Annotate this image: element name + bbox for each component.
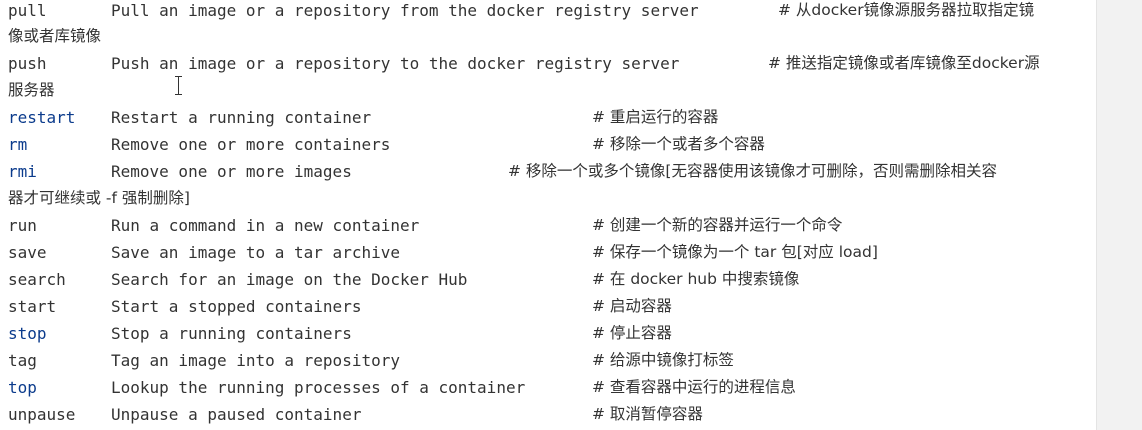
command-row-run: run Run a command in a new container # 创… (8, 212, 1096, 239)
command-row-pull: pull Pull an image or a repository from … (8, 0, 1096, 24)
command-name: top (8, 378, 37, 397)
command-comment: # 取消暂停容器 (592, 405, 703, 423)
command-row-stop: stop Stop a running containers # 停止容器 (8, 320, 1096, 347)
command-name: push (8, 54, 47, 73)
command-comment: # 移除一个或者多个容器 (592, 135, 765, 153)
comment-continuation-pull: 像或者库镜像 (8, 27, 102, 45)
command-description: Remove one or more images (111, 162, 352, 181)
document-content: pull Pull an image or a repository from … (8, 0, 1096, 428)
command-description: Run a command in a new container (111, 216, 420, 235)
command-row-start: start Start a stopped containers # 启动容器 (8, 293, 1096, 320)
command-name: unpause (8, 405, 76, 424)
command-name: search (8, 270, 66, 289)
command-comment: # 停止容器 (592, 324, 672, 342)
comment-continuation-rmi: 器才可继续或 -f 强制删除] (8, 189, 190, 207)
command-description: Push an image or a repository to the doc… (111, 54, 680, 73)
command-row-tag: tag Tag an image into a repository # 给源中… (8, 347, 1096, 374)
command-name: run (8, 216, 37, 235)
command-description: Unpause a paused container (111, 405, 362, 424)
command-description: Save an image to a tar archive (111, 243, 400, 262)
command-comment: # 查看容器中运行的进程信息 (592, 378, 796, 396)
command-row-rm: rm Remove one or more containers # 移除一个或… (8, 131, 1096, 158)
comment-continuation-push: 服务器 (8, 81, 55, 99)
command-row-search: search Search for an image on the Docker… (8, 266, 1096, 293)
command-row-restart: restart Restart a running container # 重启… (8, 104, 1096, 131)
command-name: save (8, 243, 47, 262)
command-row-save: save Save an image to a tar archive # 保存… (8, 239, 1096, 266)
side-panel-edge (1096, 0, 1142, 430)
command-comment: # 启动容器 (592, 297, 672, 315)
command-name: restart (8, 108, 76, 127)
command-description: Remove one or more containers (111, 135, 391, 154)
command-comment: # 保存一个镜像为一个 tar 包[对应 load] (592, 243, 878, 261)
command-description: Search for an image on the Docker Hub (111, 270, 468, 289)
command-comment: # 在 docker hub 中搜索镜像 (592, 270, 800, 288)
command-name: rmi (8, 162, 37, 181)
command-comment: # 从docker镜像源服务器拉取指定镜 (778, 1, 1035, 19)
command-name: stop (8, 324, 47, 343)
command-description: Start a stopped containers (111, 297, 362, 316)
command-description: Tag an image into a repository (111, 351, 400, 370)
command-row-top: top Lookup the running processes of a co… (8, 374, 1096, 401)
command-name: pull (8, 1, 47, 20)
command-description: Pull an image or a repository from the d… (111, 1, 699, 20)
command-description: Lookup the running processes of a contai… (111, 378, 526, 397)
command-comment: # 给源中镜像打标签 (592, 351, 734, 369)
command-comment: # 推送指定镜像或者库镜像至docker源 (768, 54, 1040, 72)
text-cursor-icon (174, 76, 184, 96)
command-name: rm (8, 135, 28, 154)
command-name: start (8, 297, 57, 316)
command-comment: # 重启运行的容器 (592, 108, 719, 126)
command-row-push: push Push an image or a repository to th… (8, 50, 1096, 77)
command-description: Restart a running container (111, 108, 372, 127)
command-row-unpause: unpause Unpause a paused container # 取消暂… (8, 401, 1096, 428)
command-comment: # 移除一个或多个镜像[无容器使用该镜像才可删除，否则需删除相关容 (508, 162, 997, 180)
command-description: Stop a running containers (111, 324, 352, 343)
command-comment: # 创建一个新的容器并运行一个命令 (592, 216, 843, 234)
command-row-rmi: rmi Remove one or more images # 移除一个或多个镜… (8, 158, 1096, 185)
command-name: tag (8, 351, 37, 370)
